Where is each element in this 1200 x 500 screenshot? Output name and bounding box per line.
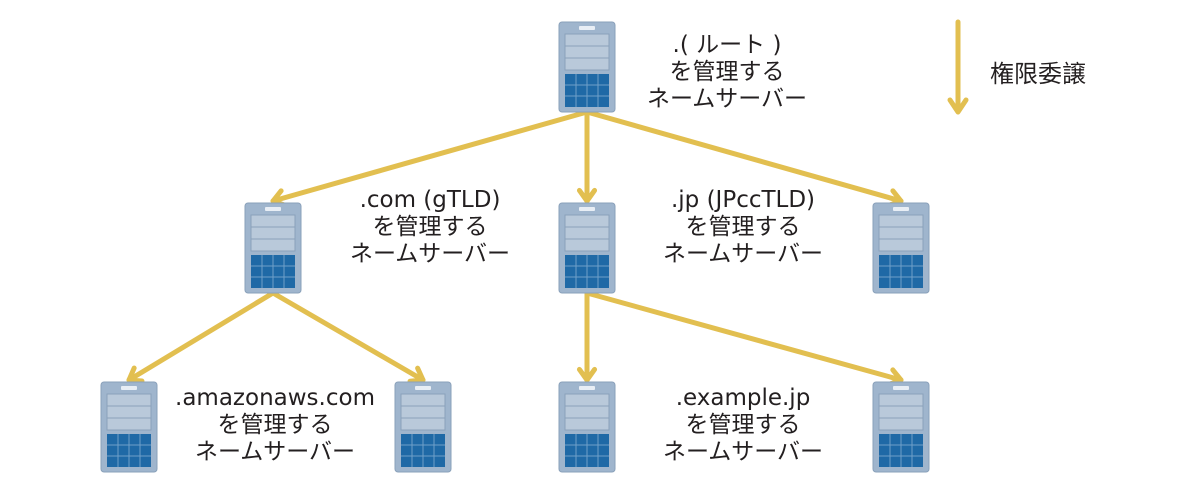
arrow-com-to-amazonaws-left: [126, 290, 276, 384]
label-root-line3: ネームサーバー: [646, 86, 808, 112]
label-com-line3: ネームサーバー: [349, 241, 511, 267]
label-amazonaws-line1: .amazonaws.com: [175, 385, 375, 411]
label-jp-line1: .jp (JPccTLD): [670, 187, 816, 213]
legend-arrow-icon: [947, 19, 969, 115]
label-root-nameserver: .( ルート ) を管理する ネームサーバー: [647, 32, 807, 113]
label-com-line1: .com (gTLD): [359, 187, 501, 213]
server-icon-example-right: [872, 381, 930, 473]
label-example-line1: .example.jp: [675, 385, 811, 411]
server-icon-example-left: [558, 381, 616, 473]
server-icon-other-tld: [872, 202, 930, 294]
label-jp-nameserver: .jp (JPccTLD) を管理する ネームサーバー: [663, 187, 823, 268]
name-servers: [100, 21, 930, 473]
label-com-nameserver: .com (gTLD) を管理する ネームサーバー: [350, 187, 510, 268]
label-example-nameserver: .example.jp を管理する ネームサーバー: [663, 385, 823, 466]
label-example-line2: を管理する: [685, 412, 801, 438]
label-example-line3: ネームサーバー: [662, 439, 824, 465]
arrow-root-to-jp: [576, 109, 598, 204]
label-root-line2: を管理する: [669, 59, 785, 85]
arrow-jp-to-example-left: [576, 290, 598, 383]
server-icon-root: [558, 21, 616, 113]
legend-label: 権限委譲: [990, 60, 1086, 88]
server-icon-amazonaws-left: [100, 381, 158, 473]
server-icon-amazonaws-right: [394, 381, 452, 473]
label-root-line1: .( ルート ): [672, 32, 782, 58]
label-amazonaws-nameserver: .amazonaws.com を管理する ネームサーバー: [175, 385, 375, 466]
label-com-line2: を管理する: [372, 214, 488, 240]
label-jp-line2: を管理する: [685, 214, 801, 240]
server-icon-com: [244, 202, 302, 294]
label-amazonaws-line3: ネームサーバー: [194, 439, 356, 465]
label-amazonaws-line2: を管理する: [217, 412, 333, 438]
label-jp-line3: ネームサーバー: [662, 241, 824, 267]
arrow-com-to-amazonaws-right: [270, 290, 426, 384]
server-icon-jp: [558, 202, 616, 294]
arrow-jp-to-example-right: [584, 290, 904, 387]
